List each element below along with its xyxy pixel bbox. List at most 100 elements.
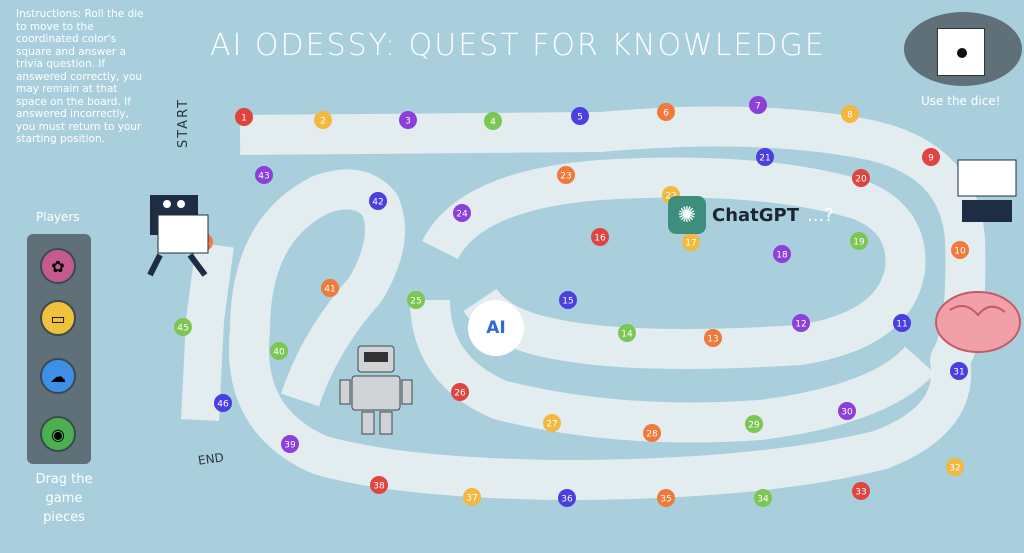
board-space-38[interactable]: 38: [370, 476, 388, 494]
board-space-36[interactable]: 36: [558, 489, 576, 507]
space-number: 17: [685, 239, 696, 249]
space-number: 24: [456, 210, 468, 220]
board-space-42[interactable]: 42: [369, 192, 387, 210]
space-marker: [399, 111, 417, 129]
board-space-20[interactable]: 20: [852, 169, 870, 187]
space-marker: [235, 108, 253, 126]
die-pip: [957, 48, 967, 58]
board-space-23[interactable]: 23: [557, 166, 575, 184]
board-space-33[interactable]: 33: [852, 482, 870, 500]
board-space-45[interactable]: 45: [174, 318, 192, 336]
space-number: 11: [896, 320, 907, 330]
laptop-piece[interactable]: ▭: [40, 300, 76, 336]
board-space-31[interactable]: 31: [950, 362, 968, 380]
space-marker: [559, 291, 577, 309]
board-space-43[interactable]: 43: [255, 166, 273, 184]
board-space-11[interactable]: 11: [893, 314, 911, 332]
brain-piece[interactable]: ✿: [40, 248, 76, 284]
space-number: 27: [546, 420, 557, 430]
thinking-dots-icon: ...?: [807, 204, 834, 226]
globe-piece[interactable]: ◉: [40, 416, 76, 452]
space-marker: [557, 166, 575, 184]
space-number: 9: [928, 154, 934, 164]
board-space-13[interactable]: 13: [704, 329, 722, 347]
space-number: 43: [258, 172, 269, 182]
board-space-6[interactable]: 6: [657, 103, 675, 121]
space-number: 25: [410, 297, 421, 307]
space-marker: [756, 148, 774, 166]
space-number: 41: [324, 285, 335, 295]
die-button[interactable]: [937, 28, 985, 76]
board-space-4[interactable]: 4: [484, 112, 502, 130]
board-space-28[interactable]: 28: [643, 424, 661, 442]
board-space-10[interactable]: 10: [951, 241, 969, 259]
board-space-26[interactable]: 26: [451, 383, 469, 401]
board-space-9[interactable]: 9: [922, 148, 940, 166]
space-marker: [591, 228, 609, 246]
space-marker: [370, 476, 388, 494]
space-marker: [255, 166, 273, 184]
space-number: 37: [466, 494, 477, 504]
board-space-40[interactable]: 40: [270, 342, 288, 360]
board-space-7[interactable]: 7: [749, 96, 767, 114]
space-marker: [643, 424, 661, 442]
board-space-32[interactable]: 32: [946, 458, 964, 476]
robot-right-icon: [957, 159, 1017, 222]
board-space-19[interactable]: 19: [850, 232, 868, 250]
space-marker: [451, 383, 469, 401]
board-space-30[interactable]: 30: [838, 402, 856, 420]
board-space-27[interactable]: 27: [543, 414, 561, 432]
board-space-39[interactable]: 39: [281, 435, 299, 453]
board-space-15[interactable]: 15: [559, 291, 577, 309]
space-marker: [543, 414, 561, 432]
board-space-14[interactable]: 14: [618, 324, 636, 342]
space-number: 34: [757, 495, 769, 505]
players-label: Players: [36, 210, 80, 224]
space-marker: [321, 279, 339, 297]
board-space-2[interactable]: 2: [314, 111, 332, 129]
space-marker: [314, 111, 332, 129]
space-marker: [852, 169, 870, 187]
board-space-17[interactable]: 17: [682, 233, 700, 251]
space-number: 19: [853, 238, 865, 248]
space-number: 13: [707, 335, 718, 345]
board-space-21[interactable]: 21: [756, 148, 774, 166]
board-space-16[interactable]: 16: [591, 228, 609, 246]
space-number: 16: [594, 234, 606, 244]
board-space-5[interactable]: 5: [571, 107, 589, 125]
board-space-25[interactable]: 25: [407, 291, 425, 309]
board-space-46[interactable]: 46: [214, 394, 232, 412]
space-number: 29: [748, 421, 760, 431]
space-number: 26: [454, 389, 466, 399]
board-space-1[interactable]: 1: [235, 108, 253, 126]
space-number: 12: [795, 320, 806, 330]
board-space-37[interactable]: 37: [463, 488, 481, 506]
space-number: 14: [621, 330, 633, 340]
space-marker: [571, 107, 589, 125]
ai-badge: AI: [468, 300, 524, 356]
space-marker: [407, 291, 425, 309]
board-space-35[interactable]: 35: [657, 489, 675, 507]
board-space-8[interactable]: 8: [841, 105, 859, 123]
cloud-piece[interactable]: ☁: [40, 358, 76, 394]
board-space-29[interactable]: 29: [745, 415, 763, 433]
board-space-34[interactable]: 34: [754, 489, 772, 507]
board-space-41[interactable]: 41: [321, 279, 339, 297]
space-number: 40: [273, 348, 285, 358]
board-space-3[interactable]: 3: [399, 111, 417, 129]
space-marker: [369, 192, 387, 210]
board-space-12[interactable]: 12: [792, 314, 810, 332]
space-marker: [838, 402, 856, 420]
globe-icon: ◉: [51, 424, 65, 444]
drag-pieces-label: Drag the game pieces: [35, 472, 93, 525]
board-space-18[interactable]: 18: [773, 245, 791, 263]
space-number: 45: [177, 324, 188, 334]
space-marker: [745, 415, 763, 433]
robot-center-icon: [339, 345, 413, 435]
space-marker: [704, 329, 722, 347]
space-marker: [841, 105, 859, 123]
space-marker: [754, 489, 772, 507]
space-marker: [657, 103, 675, 121]
board-space-24[interactable]: 24: [453, 204, 471, 222]
openai-logo-icon: ✺: [668, 196, 706, 234]
